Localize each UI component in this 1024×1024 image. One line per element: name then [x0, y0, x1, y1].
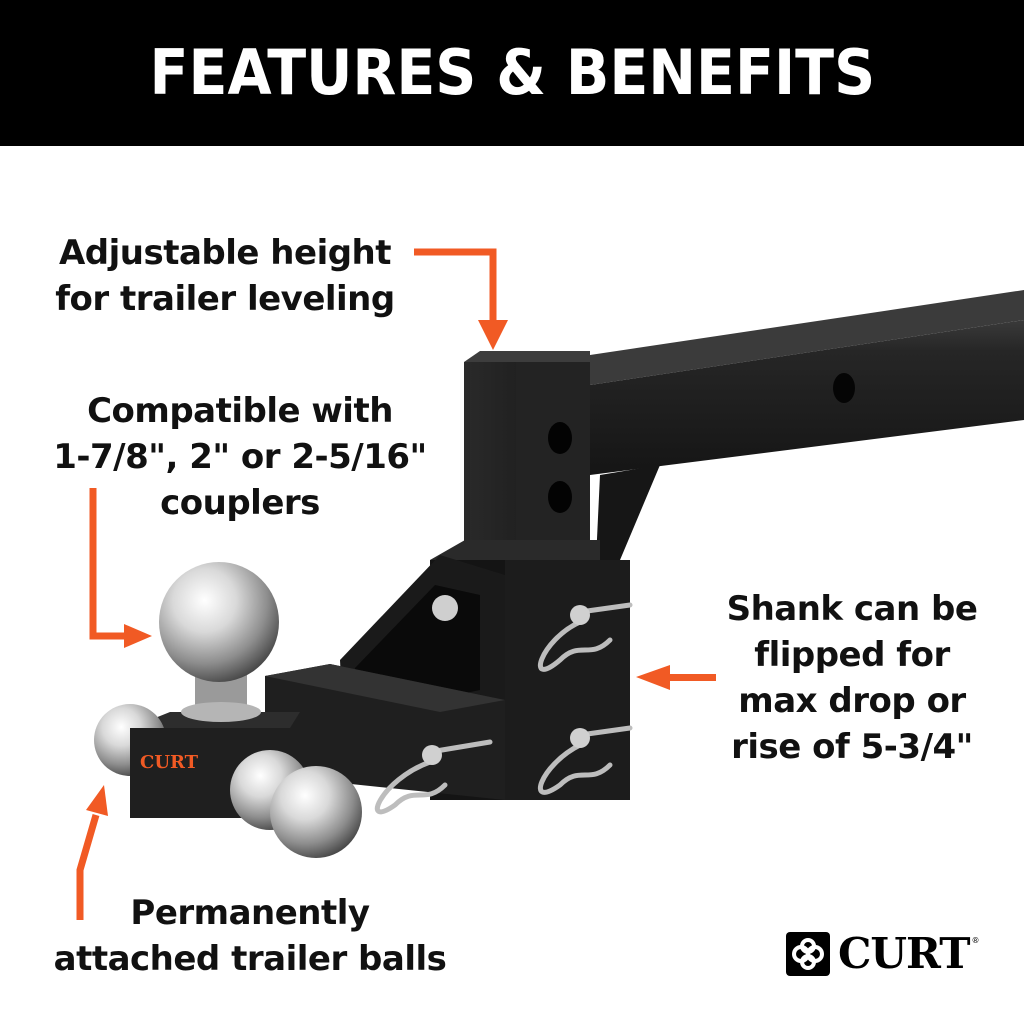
- registered-mark: ®: [971, 936, 980, 945]
- callout-line: Permanently: [130, 893, 370, 933]
- callout-line: rise of 5-3/4": [731, 727, 973, 767]
- receiver-housing: [265, 540, 633, 815]
- callout-line: attached trailer balls: [53, 939, 447, 979]
- callout-permanent-balls: Permanently attached trailer balls: [40, 890, 460, 982]
- arrow-adjustable-height: [414, 248, 497, 320]
- callout-shank-flip: Shank can be flipped for max drop or ris…: [712, 586, 992, 770]
- callout-line: Shank can be: [726, 589, 978, 629]
- callout-line: max drop or: [738, 681, 966, 721]
- callout-line: flipped for: [754, 635, 950, 675]
- callout-line: couplers: [160, 483, 320, 523]
- curt-knot-logo-icon: [786, 932, 830, 976]
- shank-bar: [590, 290, 1024, 560]
- arrow-balls: [76, 814, 100, 920]
- page-title: FEATURES & BENEFITS: [149, 35, 875, 109]
- callout-compatible-couplers: Compatible with 1-7/8", 2" or 2-5/16" co…: [30, 388, 450, 526]
- arrow-head-right-icon: [124, 624, 152, 648]
- tri-ball-mount: CURT: [94, 562, 362, 858]
- trailer-ball-top: [159, 562, 279, 682]
- header-banner: FEATURES & BENEFITS: [0, 0, 1024, 146]
- vertical-upright: [464, 351, 590, 562]
- callout-arrows: [76, 248, 716, 920]
- arrow-head-up-icon: [86, 785, 108, 816]
- arrow-shank: [668, 674, 716, 681]
- callout-line: for trailer leveling: [55, 279, 395, 319]
- arrow-head-down-icon: [478, 320, 508, 350]
- callout-adjustable-height: Adjustable height for trailer leveling: [40, 230, 410, 322]
- brand-logo: CURT ®: [786, 932, 979, 976]
- callout-line: Adjustable height: [58, 233, 392, 273]
- brand-name: CURT: [838, 929, 970, 978]
- callout-line: 1-7/8", 2" or 2-5/16": [53, 437, 427, 477]
- arrow-head-left-icon: [636, 665, 670, 690]
- mount-curt-label: CURT: [140, 752, 199, 773]
- callout-line: Compatible with: [87, 391, 393, 431]
- arrow-compatible: [89, 488, 125, 640]
- trailer-ball-large: [270, 766, 362, 858]
